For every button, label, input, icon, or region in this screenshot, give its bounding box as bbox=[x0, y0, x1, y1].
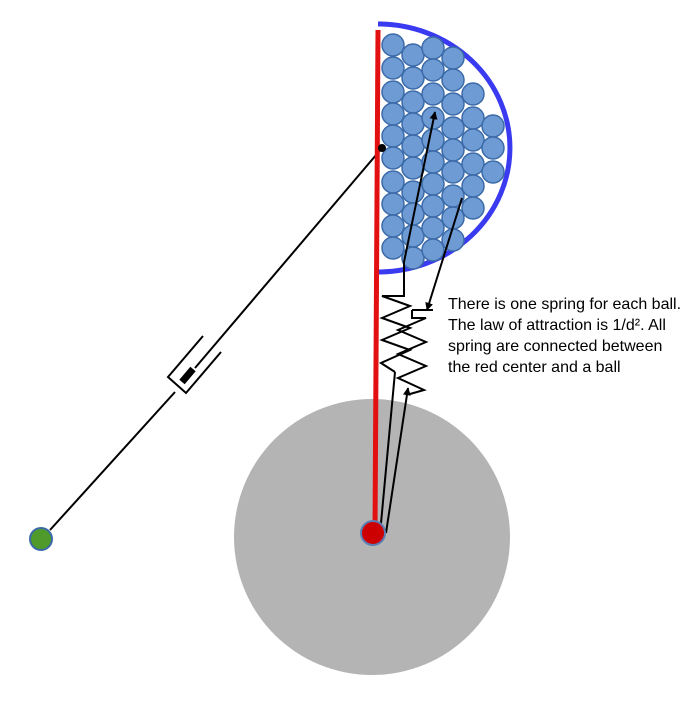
springs bbox=[378, 111, 463, 535]
ball bbox=[401, 112, 425, 136]
ball bbox=[481, 160, 505, 184]
ball bbox=[461, 152, 485, 176]
ball bbox=[381, 56, 405, 80]
ball bbox=[381, 124, 405, 148]
ball bbox=[421, 58, 445, 82]
tether-line-upper bbox=[194, 147, 383, 369]
ball bbox=[401, 224, 425, 248]
damper-icon bbox=[166, 335, 222, 395]
ball bbox=[441, 68, 465, 92]
ball bbox=[461, 106, 485, 130]
spring-icon bbox=[378, 262, 413, 535]
anchor-dot bbox=[29, 527, 53, 551]
ball bbox=[381, 102, 405, 126]
ball bbox=[421, 194, 445, 218]
ball-cluster bbox=[381, 33, 505, 270]
spring-icon bbox=[385, 310, 429, 534]
ball bbox=[481, 136, 505, 160]
ball bbox=[441, 228, 465, 252]
ball bbox=[421, 172, 445, 196]
annotation-text: There is one spring for each ball. The l… bbox=[448, 296, 682, 376]
ball bbox=[381, 80, 405, 104]
ball bbox=[461, 128, 485, 152]
ball bbox=[401, 66, 425, 90]
ball bbox=[421, 238, 445, 262]
ball bbox=[421, 82, 445, 106]
ball bbox=[421, 36, 445, 60]
tether-line-lower bbox=[49, 391, 176, 531]
ball bbox=[421, 216, 445, 240]
ball bbox=[461, 174, 485, 198]
damper-link bbox=[49, 147, 383, 531]
ball bbox=[461, 196, 485, 220]
ball bbox=[381, 146, 405, 170]
ball bbox=[401, 156, 425, 180]
red-axis bbox=[372, 29, 381, 533]
ball bbox=[381, 236, 405, 260]
ball bbox=[421, 128, 445, 152]
ball bbox=[401, 90, 425, 114]
ball bbox=[401, 246, 425, 270]
ball bbox=[441, 92, 465, 116]
ball bbox=[441, 138, 465, 162]
ball bbox=[401, 43, 425, 67]
ball bbox=[441, 46, 465, 70]
ball bbox=[381, 170, 405, 194]
center-dot bbox=[360, 520, 386, 546]
axis-pivot bbox=[378, 144, 386, 152]
ball bbox=[481, 114, 505, 138]
ball bbox=[441, 160, 465, 184]
ball bbox=[381, 33, 405, 57]
ball bbox=[381, 192, 405, 216]
ball bbox=[441, 116, 465, 140]
ball bbox=[401, 134, 425, 158]
ball bbox=[381, 214, 405, 238]
ball bbox=[461, 82, 485, 106]
